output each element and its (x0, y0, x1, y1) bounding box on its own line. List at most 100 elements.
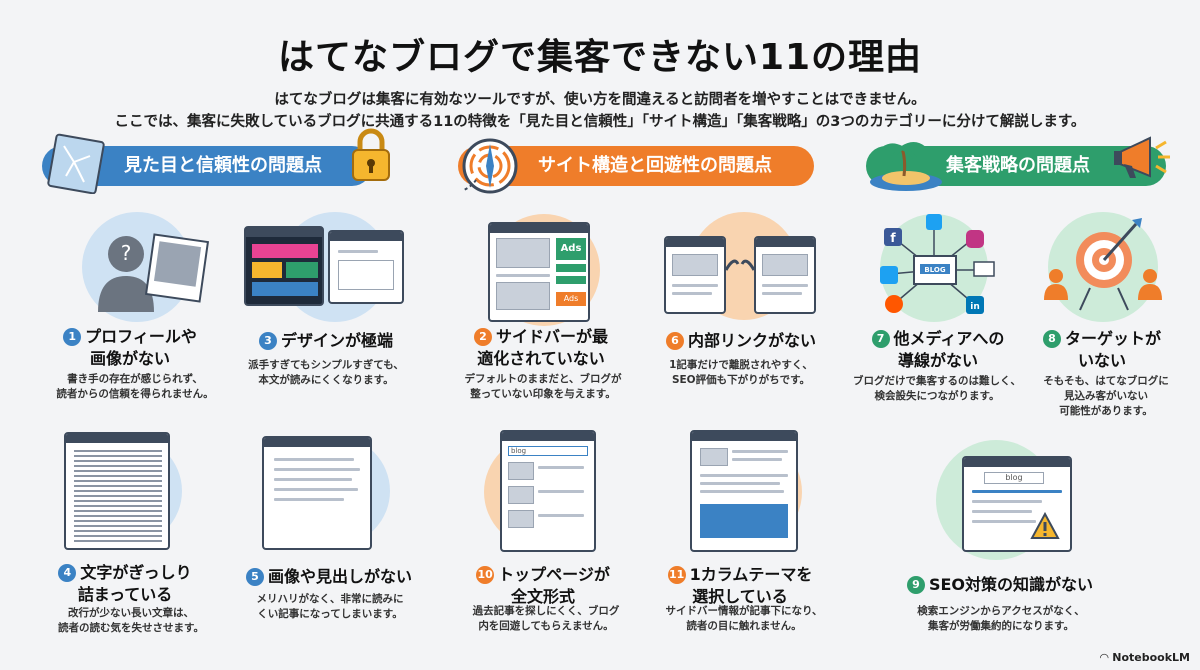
heading-line: 文字がぎっしり (80, 563, 192, 582)
category-label: 見た目と信頼性の問題点 (124, 155, 322, 176)
heading-line: 導線がない (897, 351, 978, 370)
desc-line: 読者からの信頼を得られません。 (56, 388, 214, 400)
desc-line: 過去記事を探しにくく、ブログ (472, 605, 620, 617)
desc-line: メリハリがなく、非常に読みに (256, 593, 404, 605)
item-1-description: 書き手の存在が感じられず、 読者からの信頼を得られません。 (30, 372, 240, 402)
heading-line: 他メディアへの (893, 329, 1005, 348)
desc-line: 読者の読む気を失せさせます。 (58, 622, 204, 634)
social-media-hub-icon: BLOG f in (880, 214, 995, 314)
logo-icon: ◠ (1099, 651, 1113, 664)
heading-line: ターゲットが (1064, 329, 1161, 348)
heading-line: 詰まっている (77, 585, 173, 604)
compass-maze-icon (462, 138, 518, 194)
desc-line: 読者の目に触れません。 (686, 620, 802, 632)
megaphone-icon (1114, 136, 1170, 178)
category-label: 集客戦略の問題点 (946, 155, 1090, 176)
broken-mirror-icon (47, 133, 105, 194)
desc-line: サイドバー情報が記事下になり、 (665, 605, 823, 617)
svg-text:?: ? (121, 241, 132, 265)
item-number: 6 (665, 332, 684, 350)
one-column-window (690, 430, 798, 552)
flashy-design-window (244, 226, 324, 306)
desc-line: 可能性があります。 (1059, 405, 1153, 417)
warning-icon (1030, 512, 1060, 539)
desc-line: ブログだけで集客するのは難しく、 (853, 375, 1021, 387)
ads-label-2: Ads (556, 292, 586, 306)
heading-line: プロフィールや (85, 327, 197, 346)
heading-line: サイドバーが最 (495, 327, 608, 346)
item-number: 4 (58, 564, 77, 582)
desc-line: デフォルトのままだと、ブログが (464, 373, 622, 385)
heading-line: デザインが極端 (280, 331, 393, 350)
facebook-icon: f (890, 231, 896, 245)
dense-text-window (64, 432, 170, 550)
desc-line: くい記事になってしまいます。 (257, 608, 403, 620)
plain-design-window (328, 230, 404, 304)
item-2-description: デフォルトのままだと、ブログが 整っていない印象を与えます。 (440, 372, 646, 402)
notebooklm-logo: ◠ NotebookLM (1100, 651, 1190, 664)
blog-search-box-2: blog (984, 472, 1044, 484)
desc-line: 整っていない印象を与えます。 (470, 388, 616, 400)
item-10-description: 過去記事を探しにくく、ブログ 内を回遊してもらえません。 (446, 604, 646, 634)
desc-line: 改行が少ない長い文章は、 (68, 607, 194, 619)
article-window-right (754, 236, 816, 314)
linkedin-icon: in (970, 302, 980, 312)
item-5-description: メリハリがなく、非常に読みに くい記事になってしまいます。 (230, 592, 430, 622)
item-number: 3 (258, 332, 277, 350)
item-number: 8 (1042, 330, 1061, 348)
item-number: 9 (906, 576, 925, 594)
item-6-description: 1記事だけで離脱されやすく、 SEO評価も下がりがちです。 (646, 358, 836, 388)
item-number: 5 (245, 568, 264, 586)
heading-line: トップページが (498, 565, 610, 584)
subtitle-line-2: ここでは、集客に失敗しているブログに共通する11の特徴を「見た目と信頼性」「サイ… (114, 114, 1086, 130)
desc-line: 検索エンジンからアクセスがなく、 (917, 605, 1085, 617)
unoptimized-sidebar-window: Ads Ads (488, 222, 590, 322)
desc-line: SEO評価も下がりがちです。 (671, 374, 811, 386)
item-8-description: そもそも、はてなブログに 見込み客がいない 可能性があります。 (1026, 374, 1186, 419)
desc-line: 1記事だけで離脱されやすく、 (669, 359, 813, 371)
lock-icon (352, 128, 390, 181)
blog-badge: BLOG (924, 266, 945, 274)
desc-line: そもそも、はてなブログに (1043, 375, 1169, 387)
desc-line: 見込み客がいない (1064, 390, 1148, 402)
heading-line: 選択している (692, 587, 788, 606)
anonymous-profile-icon: ? (98, 233, 210, 312)
item-4-description: 改行が少ない長い文章は、 読者の読む気を失せさせます。 (26, 606, 236, 636)
item-11-description: サイドバー情報が記事下になり、 読者の目に触れません。 (644, 604, 844, 634)
desc-line: 派手すぎてもシンプルすぎても、 (248, 359, 404, 371)
heading-line: 適化されていない (477, 349, 605, 368)
full-text-top-page-window: blog (500, 430, 596, 552)
desc-line: 書き手の存在が感じられず、 (67, 373, 203, 385)
item-7-description: ブログだけで集客するのは難しく、 検会設失につながります。 (852, 374, 1022, 404)
heading-line: 1カラムテーマを (689, 565, 813, 584)
no-images-window (262, 436, 372, 550)
broken-bridge-icon (724, 259, 756, 271)
desc-line: 集客が労働集約的になります。 (928, 620, 1074, 632)
target-audience-icon (1044, 218, 1162, 311)
item-number: 2 (473, 328, 492, 346)
item-number: 1 (63, 328, 82, 346)
item-number: 11 (667, 566, 686, 584)
item-number: 7 (871, 330, 890, 348)
heading-line: 内部リンクがない (687, 331, 816, 350)
subtitle-line-1: はてなブログは集客に有効なツールですが、使い方を間違えると訪問者を増やすことはで… (274, 92, 926, 108)
heading-line: SEO対策の知識がない (928, 575, 1094, 594)
desc-line: 内を回遊してもらえません。 (478, 620, 614, 632)
article-window-left (664, 236, 726, 314)
page-title: はてなブログで集客できない11の理由 (277, 37, 923, 78)
heading-line: 画像や見出しがない (267, 567, 412, 586)
item-number: 10 (476, 566, 495, 584)
item-3-description: 派手すぎてもシンプルすぎても、 本文が読みにくくなります。 (226, 358, 426, 388)
category-label: サイト構造と回遊性の問題点 (538, 155, 772, 176)
heading-line: 画像がない (89, 349, 170, 368)
